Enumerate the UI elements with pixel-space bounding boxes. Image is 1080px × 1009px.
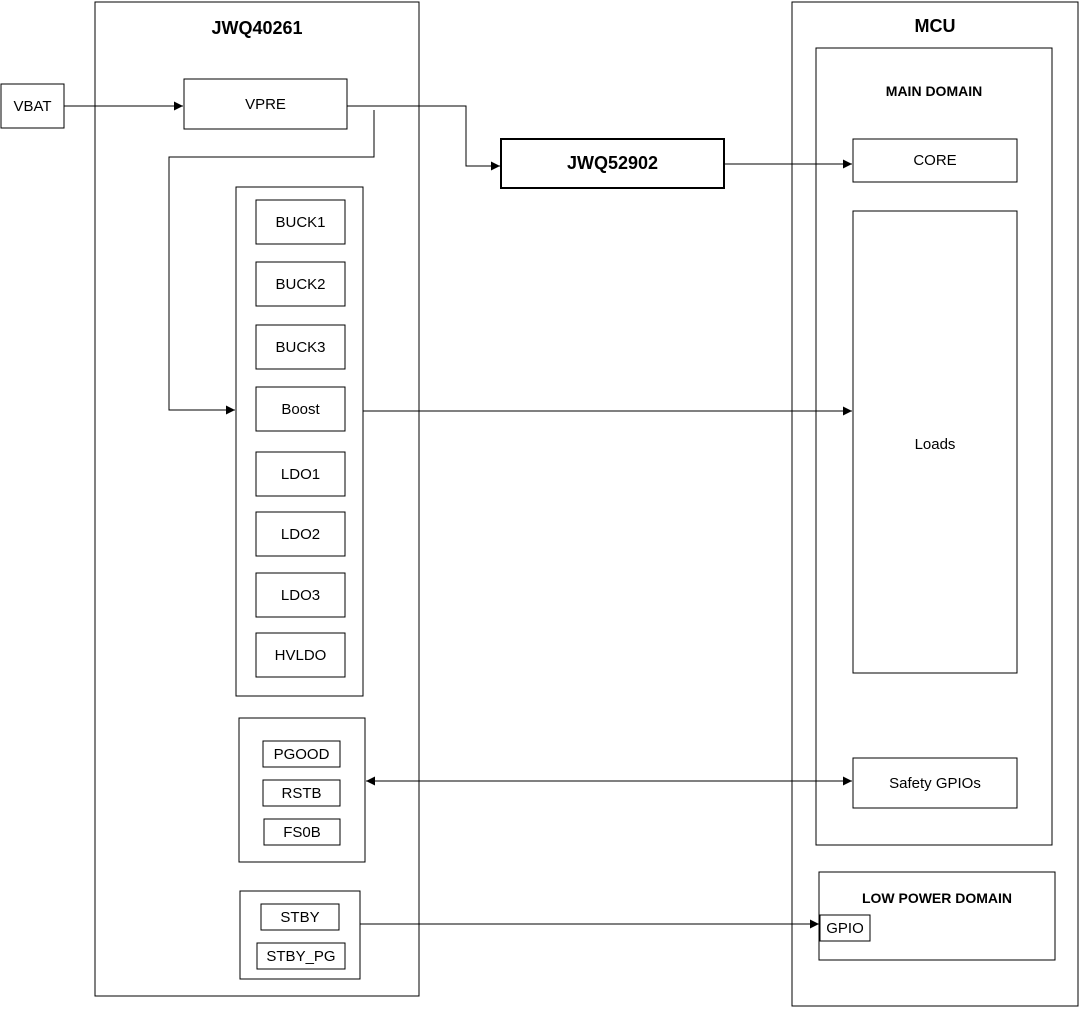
vpre-block: VPRE [183,78,348,130]
core-regulator-box [500,138,725,189]
core-regulator-block: JWQ52902 [500,138,725,189]
low-power-domain-title: LOW POWER DOMAIN [862,890,1012,906]
connections [64,101,852,929]
wire-vpre-to-jwq52902 [347,105,500,171]
low-power-domain: LOW POWER DOMAIN GPIO [818,871,1056,961]
safety-pin-group: PGOOD RSTB FS0B [238,717,366,863]
regulator-buck1: BUCK1 [255,199,346,245]
regulator-buck3: BUCK3 [255,324,346,370]
loads-label: Loads [915,436,956,453]
pin-label: PGOOD [274,746,330,763]
gpio-label: GPIO [826,920,864,937]
regulator-label: Boost [281,401,320,418]
mcu-title: MCU [915,16,956,36]
pin-label: RSTB [281,785,321,802]
regulator-label: HVLDO [275,647,327,664]
regulator-label: BUCK2 [275,276,325,293]
standby-pin-group: STBY STBY_PG [239,890,361,980]
regulator-label: LDO1 [281,466,320,483]
regulator-boost: Boost [255,386,346,432]
pin-label: FS0B [283,824,321,841]
regulator-ldo2: LDO2 [255,511,346,557]
regulator-label: LDO3 [281,587,320,604]
vpre-label: VPRE [245,96,286,113]
regulator-label: LDO2 [281,526,320,543]
vbat-box [0,83,65,129]
core-label: CORE [913,152,956,169]
regulator-ldo3: LDO3 [255,572,346,618]
regulator-hvldo: HVLDO [255,632,346,678]
vpre-box [183,78,348,130]
pmic-block: JWQ40261 VPRE BUCK1 BUCK2 BUCK3 Boost [94,1,420,997]
pin-rstb: RSTB [262,779,341,807]
safety-gpios-label: Safety GPIOs [889,775,981,792]
main-domain: MAIN DOMAIN CORE Loads Safety GPIOs [815,47,1053,846]
regulator-label: BUCK3 [275,339,325,356]
gpio-block: GPIO [819,914,871,942]
loads-block: Loads [852,210,1018,674]
vbat-block: VBAT [0,83,65,129]
pin-stby: STBY [260,903,340,931]
core-block: CORE [852,138,1018,183]
mcu-block: MCU MAIN DOMAIN CORE Loads Safety GPIOs … [791,1,1079,1007]
regulator-group: BUCK1 BUCK2 BUCK3 Boost LDO1 LDO2 [235,186,364,697]
regulator-ldo1: LDO1 [255,451,346,497]
wire-vpre-to-regulators [168,110,375,415]
pmic-title: JWQ40261 [211,18,302,38]
pin-label: STBY [280,909,319,926]
vbat-label: VBAT [13,98,51,115]
main-domain-title: MAIN DOMAIN [886,83,982,99]
core-regulator-label: JWQ52902 [567,153,658,173]
pin-stby-pg: STBY_PG [256,942,346,970]
regulator-label: BUCK1 [275,214,325,231]
pin-fs0b: FS0B [263,818,341,846]
pin-label: STBY_PG [266,948,335,965]
safety-gpios-block: Safety GPIOs [852,757,1018,809]
regulator-buck2: BUCK2 [255,261,346,307]
pin-pgood: PGOOD [262,740,341,768]
